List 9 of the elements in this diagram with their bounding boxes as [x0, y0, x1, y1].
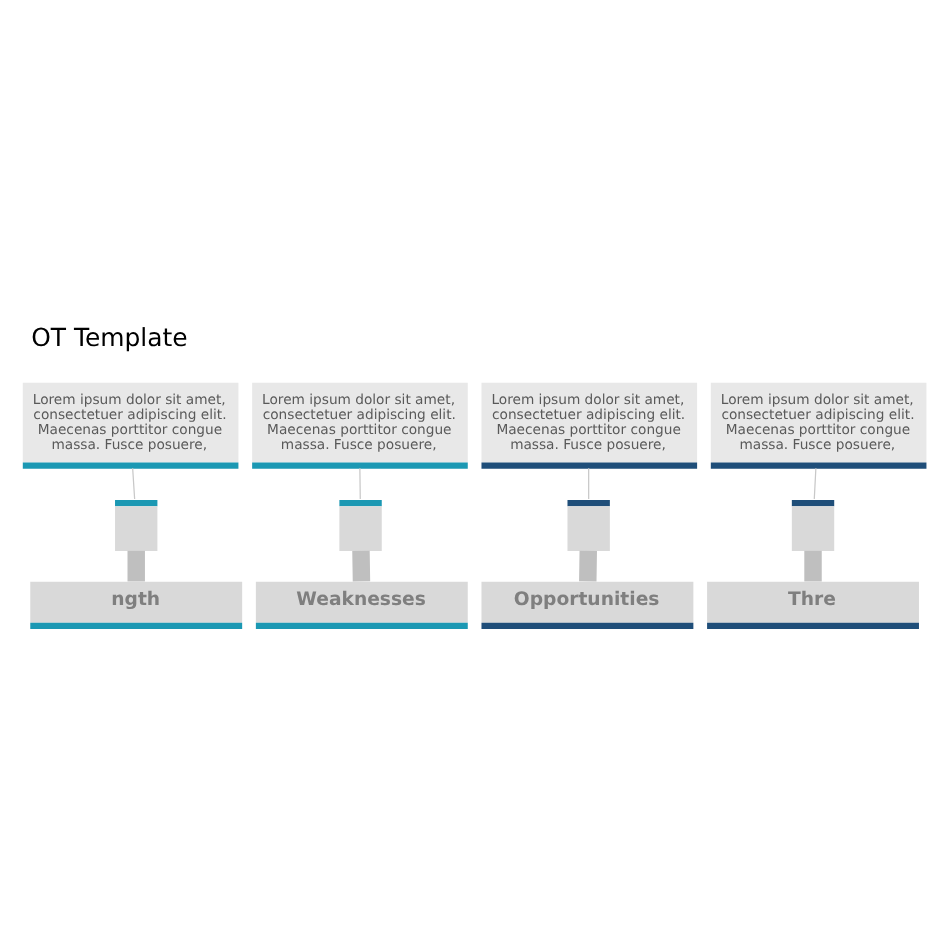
connector — [579, 549, 597, 581]
connector — [588, 466, 590, 499]
diagram-title: OT Template — [31, 320, 188, 351]
connector — [132, 466, 136, 499]
connector — [804, 549, 822, 581]
connector — [127, 549, 145, 581]
connector — [359, 466, 361, 499]
connector — [813, 466, 817, 499]
connector — [352, 549, 371, 581]
